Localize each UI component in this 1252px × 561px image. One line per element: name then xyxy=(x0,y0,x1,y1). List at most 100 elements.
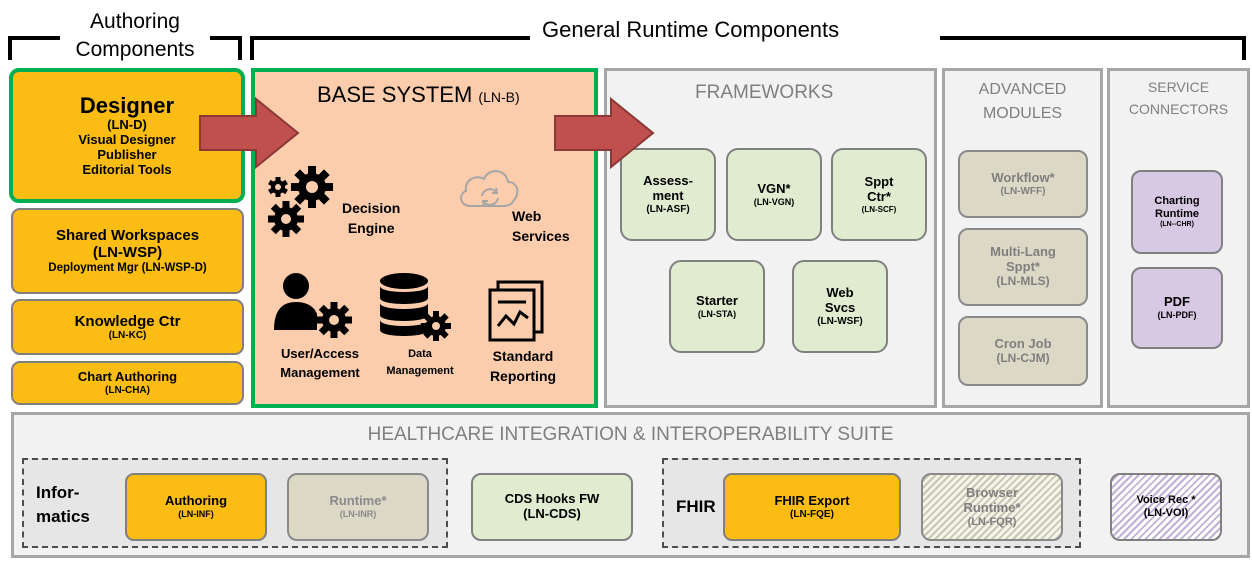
informatics-line2: matics xyxy=(36,507,90,526)
designer-line3: Editorial Tools xyxy=(82,162,172,178)
multilang-code: (LN-MLS) xyxy=(996,274,1050,289)
chart-authoring-title: Chart Authoring xyxy=(77,368,178,384)
starter-title: Starter xyxy=(696,292,738,308)
authoring-header-line2: Components xyxy=(60,36,210,64)
cds-hooks-box[interactable]: CDS Hooks FW (LN-CDS) xyxy=(471,473,633,541)
pdf-title: PDF xyxy=(1164,294,1190,310)
cds-code: (LN-CDS) xyxy=(523,506,581,521)
charting-line1: Charting xyxy=(1154,195,1200,208)
web-services-label: Web Services xyxy=(512,206,570,246)
reporting-line2: Reporting xyxy=(489,368,557,384)
chart-authoring-box[interactable]: Chart Authoring (LN-CHA) xyxy=(11,361,244,405)
inf-runtime-title: Runtime* xyxy=(329,493,387,509)
charting-runtime-box[interactable]: Charting Runtime (LN--CHR) xyxy=(1131,170,1223,254)
websvcs-line2: Svcs xyxy=(824,299,856,315)
multilang-line2: Sppt* xyxy=(1006,259,1040,275)
cron-job-box[interactable]: Cron Job (LN-CJM) xyxy=(958,316,1088,386)
base-system-title: BASE SYSTEM (LN-B) xyxy=(317,82,520,108)
advanced-title-line2: MODULES xyxy=(982,105,1063,122)
advanced-title-line1: ADVANCED xyxy=(978,81,1067,98)
vgn-title: VGN* xyxy=(757,180,791,196)
gears-icon xyxy=(268,166,333,237)
web-svcs-box[interactable]: Web Svcs (LN-WSF) xyxy=(792,260,888,353)
knowledge-title: Knowledge Ctr xyxy=(74,312,181,330)
websvcs-line1: Web xyxy=(826,284,854,300)
user-line2: Management xyxy=(280,365,360,380)
fhir-label: FHIR xyxy=(676,497,716,516)
authoring-header: Authoring Components xyxy=(60,8,210,64)
informatics-runtime-box[interactable]: Runtime* (LN-INR) xyxy=(287,473,429,541)
informatics-line1: Infor- xyxy=(36,483,80,502)
sppt-line1: Sppt xyxy=(864,173,894,189)
browser-line2: Runtime* xyxy=(963,499,1021,515)
assessment-code: (LN-ASF) xyxy=(646,203,690,215)
sppt-line2: Ctr* xyxy=(867,188,891,204)
runtime-header: General Runtime Components xyxy=(542,17,840,42)
healthcare-title: HEALTHCARE INTEGRATION & INTEROPERABILIT… xyxy=(367,424,894,445)
user-access-label: User/Access Management xyxy=(268,344,372,382)
vgn-box[interactable]: VGN* (LN-VGN) xyxy=(726,148,822,241)
assessment-line2: ment xyxy=(652,187,684,203)
knowledge-ctr-box[interactable]: Knowledge Ctr (LN-KC) xyxy=(11,299,244,355)
fhir-export-box[interactable]: FHIR Export (LN-FQE) xyxy=(723,473,901,541)
standard-reporting-label: Standard Reporting xyxy=(482,346,564,386)
data-management-label: Data Management xyxy=(375,346,465,380)
designer-line1: Visual Designer xyxy=(78,132,176,148)
assessment-line1: Assess- xyxy=(643,172,693,188)
designer-code: (LN-D) xyxy=(107,117,147,133)
pdf-box[interactable]: PDF (LN-PDF) xyxy=(1131,267,1223,349)
browser-code: (LN-FQR) xyxy=(967,515,1017,528)
data-line1: Data xyxy=(408,348,432,360)
starter-box[interactable]: Starter (LN-STA) xyxy=(669,260,765,353)
connectors-title-line1: SERVICE xyxy=(1147,79,1210,95)
websvcs-code: (LN-WSF) xyxy=(817,315,863,327)
user-line1: User/Access xyxy=(280,346,360,361)
voice-title: Voice Rec * xyxy=(1136,494,1196,507)
charting-code: (LN--CHR) xyxy=(1160,220,1194,228)
fhir-export-code: (LN-FQE) xyxy=(790,508,834,520)
base-title-code: (LN-B) xyxy=(478,89,520,105)
pdf-code: (LN-PDF) xyxy=(1157,310,1197,321)
connectors-title-line2: CONNECTORS xyxy=(1128,101,1229,117)
designer-title: Designer xyxy=(79,92,175,118)
authoring-bracket xyxy=(8,28,246,60)
data-line2: Management xyxy=(386,365,454,377)
browser-runtime-box[interactable]: Browser Runtime* (LN-FQR) xyxy=(921,473,1063,541)
starter-code: (LN-STA) xyxy=(697,308,737,319)
voice-rec-box[interactable]: Voice Rec * (LN-VOI) xyxy=(1110,473,1222,541)
base-system-panel[interactable] xyxy=(251,68,598,408)
browser-line1: Browser xyxy=(965,484,1019,500)
cron-title: Cron Job xyxy=(994,335,1052,351)
runtime-bracket xyxy=(250,30,1250,60)
vgn-code: (LN-VGN) xyxy=(753,196,795,207)
frameworks-title: FRAMEWORKS xyxy=(695,82,834,103)
informatics-label: Infor- matics xyxy=(36,481,90,529)
decision-engine-label: Decision Engine xyxy=(342,198,400,238)
assessment-box[interactable]: Assess- ment (LN-ASF) xyxy=(620,148,716,241)
workspaces-code: (LN-WSP) xyxy=(92,244,163,262)
base-title-text: BASE SYSTEM xyxy=(317,82,473,107)
inf-authoring-title: Authoring xyxy=(164,493,228,509)
shared-workspaces-box[interactable]: Shared Workspaces (LN-WSP) Deployment Mg… xyxy=(11,208,244,294)
multilang-line1: Multi-Lang xyxy=(990,244,1056,260)
multi-lang-box[interactable]: Multi-Lang Sppt* (LN-MLS) xyxy=(958,228,1088,306)
decision-line2: Engine xyxy=(347,220,395,236)
workflow-box[interactable]: Workflow* (LN-WFF) xyxy=(958,150,1088,218)
cloud-sync-icon xyxy=(460,170,519,207)
workflow-title: Workflow* xyxy=(991,169,1055,185)
workspaces-title: Shared Workspaces xyxy=(55,227,200,245)
sppt-code: (LN-SCF) xyxy=(861,204,897,214)
connectors-title: SERVICE CONNECTORS xyxy=(1107,76,1250,120)
sppt-ctr-box[interactable]: Sppt Ctr* (LN-SCF) xyxy=(831,148,927,241)
advanced-title: ADVANCED MODULES xyxy=(942,78,1103,126)
arrow-base-to-frameworks xyxy=(554,96,655,170)
inf-runtime-code: (LN-INR) xyxy=(339,509,377,520)
chart-authoring-code: (LN-CHA) xyxy=(105,384,150,396)
workflow-code: (LN-WFF) xyxy=(1000,185,1046,197)
decision-line1: Decision xyxy=(342,200,401,216)
workspaces-line: Deployment Mgr (LN-WSP-D) xyxy=(48,261,207,274)
cron-code: (LN-CJM) xyxy=(996,350,1050,365)
web-line2: Services xyxy=(512,228,570,244)
informatics-authoring-box[interactable]: Authoring (LN-INF) xyxy=(125,473,267,541)
web-line1: Web xyxy=(512,208,542,224)
